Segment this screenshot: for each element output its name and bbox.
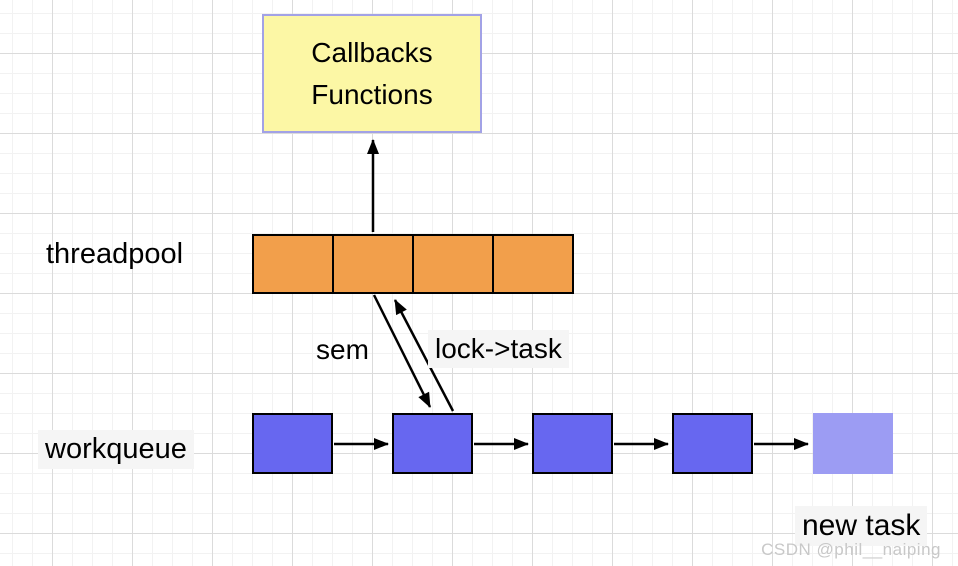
threadpool-cell bbox=[414, 236, 494, 292]
watermark: CSDN @phil__naiping bbox=[761, 540, 941, 559]
threadpool-cell bbox=[334, 236, 414, 292]
thread-to-queue-arrow bbox=[372, 294, 432, 408]
threadpool-cell bbox=[494, 236, 572, 292]
threadpool-row bbox=[252, 234, 574, 294]
workqueue-label: workqueue bbox=[38, 430, 194, 469]
workqueue-node bbox=[252, 413, 333, 474]
new-task-label: new task bbox=[795, 506, 928, 546]
callbacks-box: Callbacks Functions bbox=[262, 14, 482, 133]
lock-task-arrow-label: lock->task bbox=[428, 330, 569, 368]
workqueue-node bbox=[532, 413, 613, 474]
threadpool-label: threadpool bbox=[46, 238, 184, 270]
workqueue-node bbox=[672, 413, 753, 474]
callbacks-label-line1: Callbacks bbox=[311, 36, 433, 68]
new-task-node bbox=[813, 413, 893, 474]
callbacks-label-line2: Functions bbox=[311, 78, 433, 110]
threadpool-cell bbox=[254, 236, 334, 292]
workqueue-node bbox=[392, 413, 473, 474]
sem-arrow-label: sem bbox=[316, 334, 369, 365]
